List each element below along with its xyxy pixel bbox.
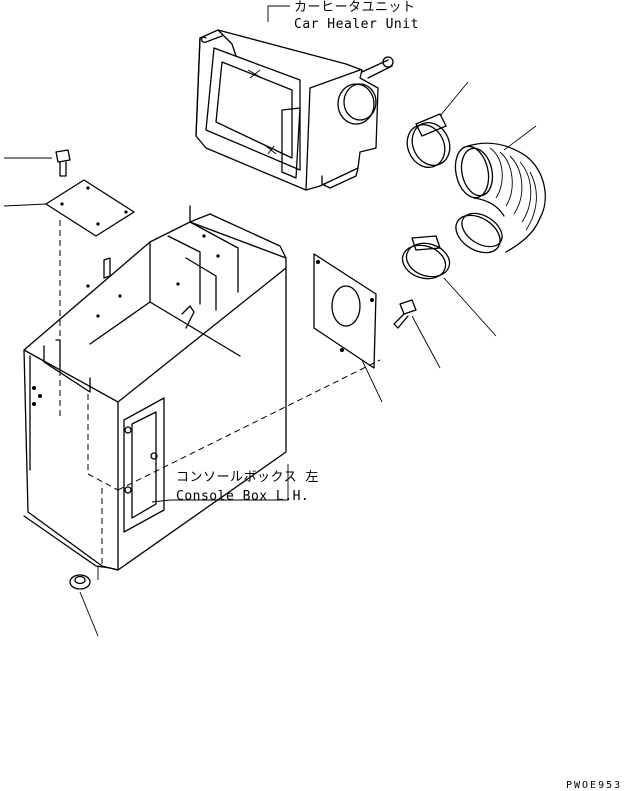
hose-clamp-upper bbox=[406, 81, 469, 168]
drawing-code: PWOE953 bbox=[566, 780, 623, 791]
label-car-heater-en: Car Healer Unit bbox=[294, 17, 419, 32]
bolt-top-left bbox=[4, 149, 71, 177]
mounting-plate bbox=[313, 253, 383, 403]
console-box bbox=[23, 205, 381, 580]
bolt-right bbox=[393, 299, 441, 369]
label-console-box-jp: コンソールボックス 左 bbox=[176, 470, 319, 485]
nut-bottom bbox=[69, 574, 99, 637]
label-console-box-en: Console Box L.H. bbox=[176, 489, 310, 504]
label-car-heater-jp: カーヒータユニット bbox=[294, 0, 416, 15]
hose-clamp-lower bbox=[401, 235, 497, 337]
flexible-duct-hose bbox=[454, 125, 546, 254]
car-heater-unit bbox=[195, 5, 394, 191]
small-cover-plate bbox=[3, 179, 135, 420]
